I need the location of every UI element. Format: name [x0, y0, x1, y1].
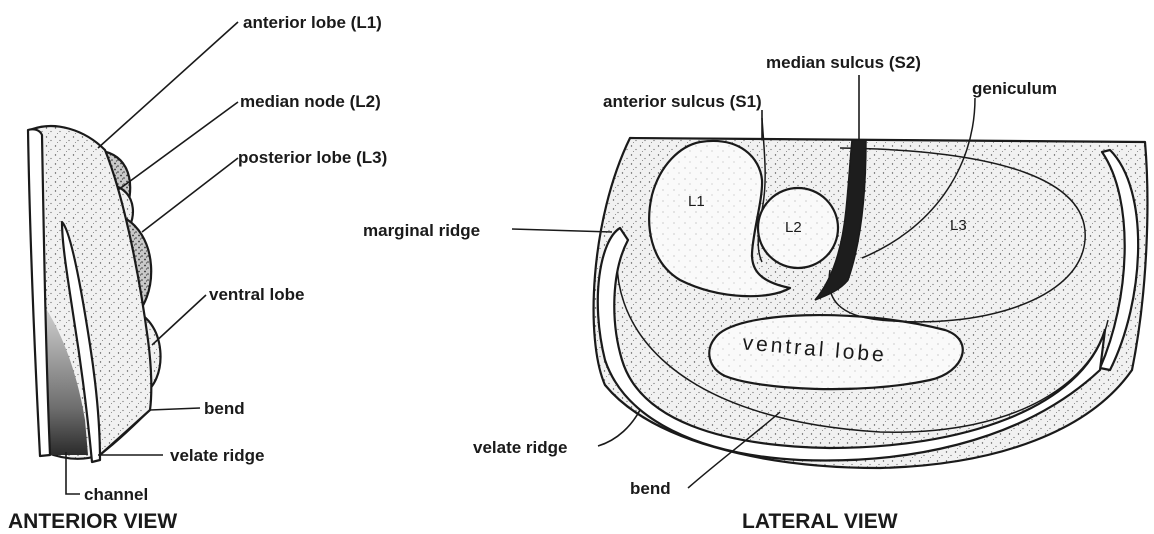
lateral-view-figure	[594, 98, 1148, 488]
caption-anterior-view: ANTERIOR VIEW	[8, 510, 177, 533]
label-median-node: median node (L2)	[240, 92, 381, 111]
drawn-label-l3: L3	[950, 217, 967, 234]
label-marginal-ridge: marginal ridge	[363, 221, 480, 240]
label-velate-ridge-lateral: velate ridge	[473, 438, 568, 457]
label-anterior-sulcus: anterior sulcus (S1)	[603, 92, 762, 111]
label-bend-lateral: bend	[630, 479, 671, 498]
label-ventral-lobe: ventral lobe	[209, 285, 304, 304]
drawn-label-l1: L1	[688, 193, 705, 210]
label-velate-ridge-anterior: velate ridge	[170, 446, 265, 465]
label-bend-anterior: bend	[204, 399, 245, 418]
anterior-view-figure	[28, 126, 161, 462]
label-geniculum: geniculum	[972, 79, 1057, 98]
caption-lateral-view: LATERAL VIEW	[742, 510, 898, 533]
label-posterior-lobe: posterior lobe (L3)	[238, 148, 387, 167]
label-anterior-lobe: anterior lobe (L1)	[243, 13, 382, 32]
drawn-label-l2: L2	[785, 219, 802, 236]
label-median-sulcus: median sulcus (S2)	[766, 53, 921, 72]
label-channel: channel	[84, 485, 148, 504]
